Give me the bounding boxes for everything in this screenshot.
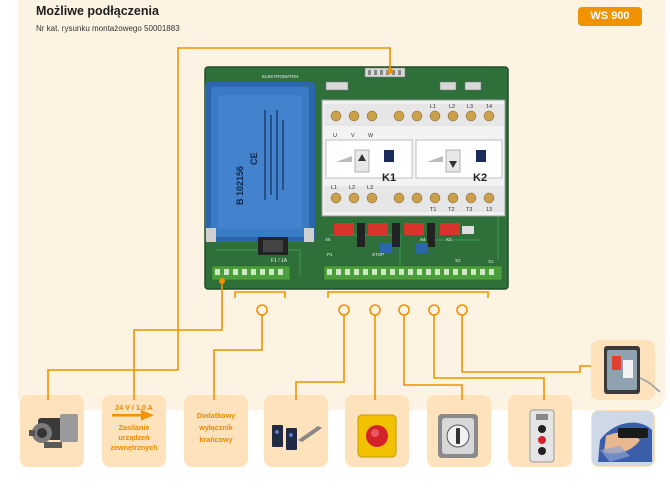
top-connector <box>364 67 406 78</box>
k2-terminal-t2: T2 <box>448 207 454 213</box>
k2-terminal-l1: L1 <box>430 104 436 110</box>
k2-terminal-14: 14 <box>486 104 492 110</box>
limit-label-line3: krańcowy <box>199 435 233 444</box>
transformer: B 102156 CE <box>205 82 315 242</box>
arrow-down-icon <box>449 161 457 168</box>
key-switch-icon <box>438 414 478 458</box>
k2-terminal-l3: L3 <box>467 104 473 110</box>
limit-label-line1: Dodatkowy <box>196 411 236 420</box>
k1-terminal-u: U <box>333 133 337 139</box>
transformer-code: B 102156 <box>235 166 245 205</box>
terminal-x1-label: X1 <box>488 259 494 264</box>
k1-terminal-l1: L1 <box>331 185 337 191</box>
board-brand: ELEKTROMATEN <box>262 74 298 79</box>
fuse-label: F1 / 1A <box>271 258 288 264</box>
k1-terminal-l3: L3 <box>367 185 373 191</box>
k2-terminal-13: 13 <box>486 207 492 213</box>
fuse-holder: F1 / 1A <box>258 237 288 264</box>
model-badge: WS 900 <box>578 7 642 26</box>
power-label-line3: zewnętrznych <box>110 443 158 452</box>
jumper-x3-label: X3 <box>446 237 452 242</box>
jumper-x5-label: X5 <box>325 237 331 242</box>
jumper-x2-label: X2 <box>455 258 461 263</box>
k2-terminal-l2: L2 <box>449 104 455 110</box>
tile-limit-switch: Dodatkowy wyłącznik krańcowy <box>184 395 248 467</box>
control-board: ELEKTROMATEN B 102156 CE F1 / 1A <box>204 66 509 290</box>
connection-dots <box>219 68 393 284</box>
reversing-contactor: U V W L1 L2 L3 14 K1 K2 <box>321 99 506 217</box>
power-label-line1: Zasilanie <box>118 423 150 432</box>
jumper-x4-label: X4 <box>420 237 426 242</box>
jumper-row: X5 X4 X3 X2 STOP P1 <box>325 223 474 263</box>
stop-label: STOP <box>372 252 384 257</box>
p1-label: P1 <box>327 252 333 257</box>
control-box-icon <box>604 346 661 394</box>
hand-held-transmitter-icon <box>592 411 654 466</box>
right-terminal-block <box>323 265 503 281</box>
k2-label: K2 <box>473 172 487 184</box>
k1-label: K1 <box>382 172 396 184</box>
left-terminal-block <box>211 265 291 281</box>
k2-terminal-t1: T1 <box>430 207 436 213</box>
tile-power-supply: 24 V / 1,0 A Zasilanie urządzeń zewnętrz… <box>102 395 166 467</box>
emergency-stop-icon <box>357 414 397 458</box>
k1-terminal-w: W <box>368 133 374 139</box>
k2-terminal-t3: T3 <box>466 207 472 213</box>
arrow-right-icon <box>112 410 154 421</box>
limit-label-line2: wyłącznik <box>199 423 233 432</box>
connection-nodes <box>256 304 468 316</box>
gear-motor-icon <box>29 414 78 448</box>
push-button-station-icon <box>529 409 555 463</box>
drawing-reference: Nr kat. rysunku montażowego 50001883 <box>36 24 180 33</box>
power-rating-label: 24 V / 1,0 A <box>115 403 153 412</box>
power-label-line2: urządzeń <box>118 433 150 442</box>
page-title: Możliwe podłączenia <box>36 4 159 18</box>
photocell-icon <box>272 425 322 450</box>
k1-terminal-l2: L2 <box>349 185 355 191</box>
connection-lines <box>47 47 591 400</box>
arrow-up-icon <box>358 154 366 161</box>
k1-terminal-v: V <box>351 133 355 139</box>
ce-mark: CE <box>249 152 259 165</box>
